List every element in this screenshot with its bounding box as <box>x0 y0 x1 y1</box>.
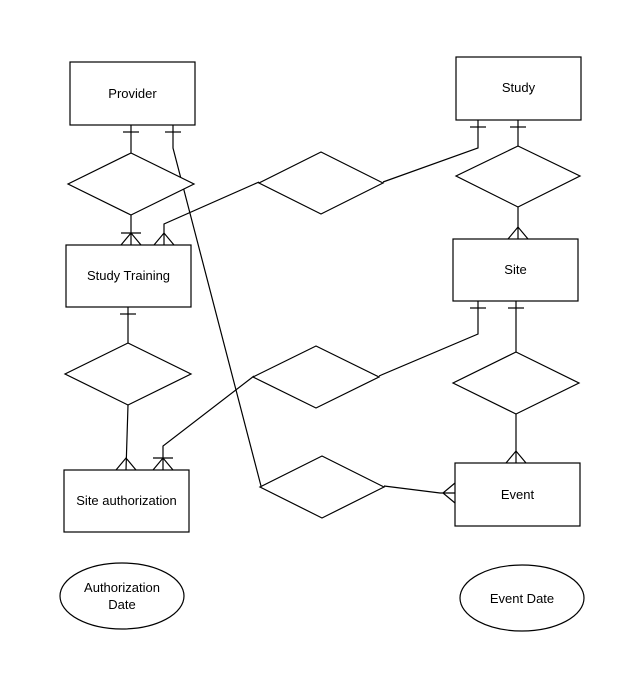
authorization-to-site-line <box>162 301 479 470</box>
cardinality-marks <box>115 126 529 504</box>
relationship-diamond-provider-event <box>258 455 386 519</box>
entity-site-authorization-box <box>63 469 190 533</box>
entity-provider: Provider <box>69 61 196 126</box>
attribute-event-date: Event Date <box>459 564 585 632</box>
attribute-authorization-date-label-line2: Date <box>108 597 135 612</box>
entity-site-authorization-label: Site authorization <box>76 493 176 508</box>
entity-site-label: Site <box>504 262 526 277</box>
entity-study-box <box>455 56 582 121</box>
event-diamond-to-event-line <box>383 485 455 494</box>
entity-site-authorization: Site authorization <box>63 469 190 533</box>
entity-study-label: Study <box>502 80 536 95</box>
attribute-authorization-date-label-line1: Authorization <box>84 580 160 595</box>
relationships <box>63 145 582 519</box>
relationship-diamond-site-event <box>451 351 581 415</box>
entity-study-training-label: Study Training <box>87 268 170 283</box>
attribute-event-date-label: Event Date <box>490 591 554 606</box>
event-crowfoot-top <box>505 450 527 464</box>
entity-provider-label: Provider <box>108 86 157 101</box>
connectors <box>125 120 519 494</box>
relationship-diamond-study-site <box>454 145 582 208</box>
authorization-crowfoot-right <box>152 457 174 471</box>
training-to-study-line <box>163 120 479 245</box>
entity-event-box <box>454 462 581 527</box>
relationship-diamond-authorization-site <box>251 345 381 409</box>
attribute-authorization-date: Authorization Date <box>59 562 185 630</box>
entity-provider-box <box>69 61 196 126</box>
training-crowfoot-left <box>120 232 142 246</box>
entity-study-training-box <box>65 244 192 308</box>
relationship-diamond-training-study <box>257 151 385 215</box>
event-crowfoot-left <box>442 482 456 504</box>
entity-site-box <box>452 238 579 302</box>
authorization-crowfoot-left <box>115 457 137 471</box>
entity-site: Site <box>452 238 579 302</box>
attribute-event-date-ellipse <box>459 564 585 632</box>
provider-to-event-line <box>172 125 262 487</box>
training-crowfoot-right <box>153 232 175 246</box>
attribute-authorization-date-ellipse <box>59 562 185 630</box>
relationship-diamond-training-authorization <box>63 342 193 406</box>
entity-event: Event <box>454 462 581 527</box>
entity-event-label: Event <box>501 487 535 502</box>
entity-study-training: Study Training <box>65 244 192 308</box>
relationship-diamond-provider-training <box>66 152 196 216</box>
entity-study: Study <box>455 56 582 121</box>
site-crowfoot-top <box>507 226 529 240</box>
